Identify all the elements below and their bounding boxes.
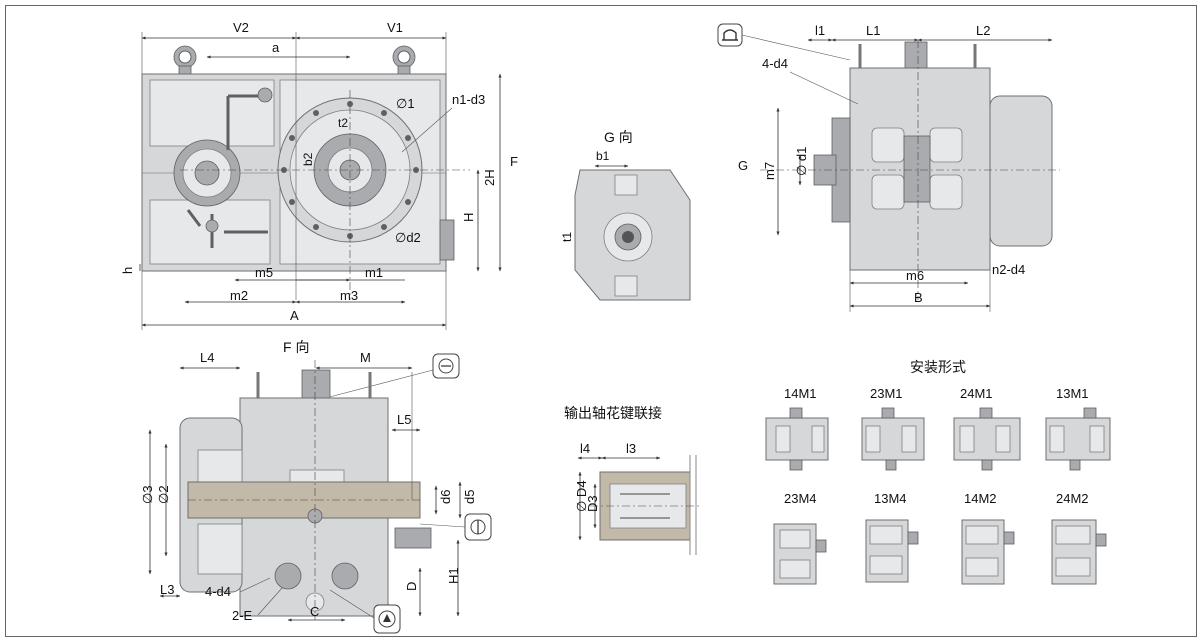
- mount-23M1: [861, 407, 925, 471]
- dim-M: M: [360, 350, 371, 365]
- lifting-eye-icon: [392, 45, 416, 77]
- mounting-title: 安装形式: [910, 359, 966, 375]
- dim-b1: b1: [596, 149, 610, 163]
- mount-24M1: [953, 407, 1021, 471]
- mount-label-23M4: 23M4: [784, 491, 817, 506]
- dim-phi3: ∅3: [140, 485, 155, 504]
- dim-L4: L4: [200, 350, 214, 365]
- dim-m2: m2: [230, 288, 248, 303]
- mount-24M2: [1051, 519, 1107, 585]
- dim-phi2: ∅2: [156, 485, 171, 504]
- dim-V2: V2: [233, 20, 249, 35]
- dim-H1: H1: [446, 567, 461, 584]
- vent-plug-icon: [717, 23, 743, 47]
- dim-H: H: [461, 213, 476, 222]
- dim-4-d4: 4-d4: [762, 56, 788, 71]
- dim-m7: m7: [762, 162, 777, 180]
- front-view: V2 V1 a n1-d3 ∅1 t2 b2 ∅d2 2H F H h m5 m…: [120, 20, 518, 330]
- dim-C: C: [310, 604, 319, 619]
- oil-level-icon: [432, 353, 460, 379]
- side-view: l1 L1 L2 4-d4 G m7 ∅ d1 m6 n2-d4 B: [717, 23, 1060, 312]
- dim-d5: d5: [462, 490, 477, 504]
- mount-14M1: [765, 407, 829, 471]
- dim-B: B: [914, 290, 923, 305]
- mount-label-14M1: 14M1: [784, 386, 817, 401]
- dim-t1: t1: [560, 232, 574, 242]
- dim-D: D: [404, 582, 419, 591]
- spline-connection: 输出轴花键联接 l4 l3 ∅ D4 D3: [564, 405, 700, 555]
- g-view-title: G 向: [604, 129, 633, 145]
- dim-phi1: ∅1: [396, 96, 415, 111]
- dim-D3: D3: [585, 495, 600, 512]
- dim-phi-d2: ∅d2: [395, 230, 421, 245]
- dim-a: a: [272, 40, 280, 55]
- g-view: G 向 b1 t1: [560, 129, 691, 301]
- dim-L1: L1: [866, 23, 880, 38]
- dim-b2: b2: [301, 152, 315, 166]
- f-vent-plug: [301, 369, 331, 399]
- mount-label-13M4: 13M4: [874, 491, 907, 506]
- dim-m6: m6: [906, 268, 924, 283]
- dim-V1: V1: [387, 20, 403, 35]
- mount-13M4: [865, 519, 919, 583]
- oil-drain-icon: [464, 513, 492, 541]
- dim-l1: l1: [815, 23, 825, 38]
- f-view-title: F 向: [283, 339, 309, 355]
- dim-m5: m5: [255, 265, 273, 280]
- mounting-positions: 安装形式 14M1 23M1 24M1 13M1 23M4: [765, 359, 1111, 585]
- dim-m3: m3: [340, 288, 358, 303]
- lifting-eye-icon: [173, 45, 197, 77]
- f-view: F 向 L4 M ∅3 ∅2 L5: [140, 339, 492, 634]
- dim-phi-d1: ∅ d1: [794, 147, 809, 176]
- dim-L5: L5: [397, 412, 411, 427]
- dim-m1: m1: [365, 265, 383, 280]
- dim-G: G: [738, 158, 748, 173]
- dim-A: A: [290, 308, 299, 323]
- f-input-shaft: [394, 527, 432, 549]
- mount-13M1: [1045, 407, 1111, 471]
- dim-d6: d6: [438, 490, 453, 504]
- mount-label-13M1: 13M1: [1056, 386, 1089, 401]
- dim-2-E: 2-E: [232, 608, 253, 623]
- vent-plug-icon: [373, 604, 401, 634]
- mount-23M4: [773, 523, 827, 585]
- dim-h: h: [120, 267, 135, 274]
- drawing-frame: [5, 5, 1197, 637]
- dim-F: F: [510, 154, 518, 169]
- dim-t2: t2: [338, 116, 348, 130]
- dim-L3: L3: [160, 582, 174, 597]
- mount-label-24M1: 24M1: [960, 386, 993, 401]
- dim-n2-d4: n2-d4: [992, 262, 1025, 277]
- mount-14M2: [961, 519, 1015, 585]
- dim-phi-D4: ∅ D4: [574, 480, 589, 512]
- dim-l3: l3: [626, 441, 636, 456]
- dim-f-4-d4: 4-d4: [205, 584, 231, 599]
- vent-plug: [904, 41, 928, 69]
- motor-adapter: [989, 95, 1053, 247]
- mount-label-24M2: 24M2: [1056, 491, 1089, 506]
- mount-label-14M2: 14M2: [964, 491, 997, 506]
- dim-L2: L2: [976, 23, 990, 38]
- mount-label-23M1: 23M1: [870, 386, 903, 401]
- dim-l4: l4: [580, 441, 590, 456]
- spline-title: 输出轴花键联接: [564, 405, 662, 421]
- dim-2H: 2H: [482, 169, 497, 186]
- dim-n1-d3: n1-d3: [452, 92, 485, 107]
